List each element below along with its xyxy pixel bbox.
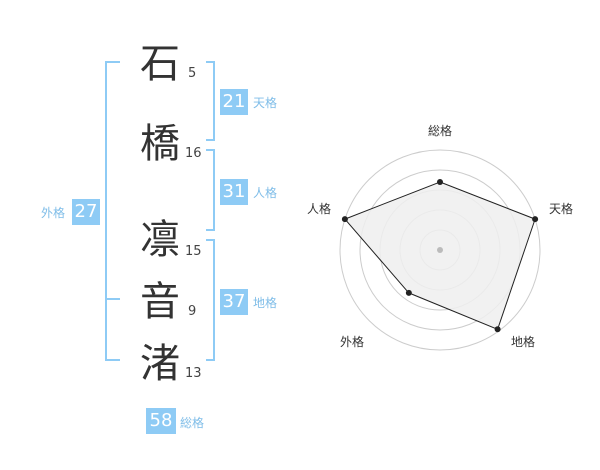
chikaku-bracket (206, 239, 215, 361)
radar-axis-label-tenkaku: 天格 (549, 202, 574, 216)
radar-point (341, 216, 348, 223)
stroke-count-1: 5 (188, 66, 197, 81)
name-char-5: 渚 (140, 341, 180, 387)
stroke-count-4: 9 (188, 304, 197, 319)
chikaku-value: 37 (220, 289, 248, 315)
tenkaku-label: 天格 (253, 96, 278, 110)
radar-center-dot (437, 247, 443, 253)
gaikaku-bracket (105, 61, 120, 361)
name-char-3: 凛 (140, 217, 180, 263)
gaikaku-value: 27 (72, 199, 100, 225)
radar-point (494, 326, 501, 333)
radar-point (405, 289, 412, 296)
radar-axis-label-chikaku: 地格 (511, 335, 536, 349)
chikaku-label: 地格 (253, 296, 278, 310)
radar-axis-label-gaikaku: 外格 (340, 335, 365, 349)
name-char-1: 石 (140, 41, 180, 87)
stroke-count-5: 13 (185, 366, 202, 381)
name-char-2: 橋 (140, 121, 180, 167)
radar-points (341, 179, 539, 333)
jinkaku-label: 人格 (253, 186, 278, 200)
radar-grid-ring (339, 149, 541, 351)
tenkaku-bracket (206, 61, 215, 141)
name-char-4: 音 (140, 279, 180, 325)
tenkaku-value: 21 (220, 89, 248, 115)
soukaku-label: 総格 (180, 416, 205, 430)
radar-point (532, 216, 539, 223)
gaikaku-label: 外格 (41, 206, 66, 220)
radar-point (437, 179, 443, 185)
soukaku-value: 58 (146, 408, 176, 434)
radar-axis-label-soukaku: 総格 (428, 124, 453, 138)
jinkaku-value: 31 (220, 179, 248, 205)
stroke-count-2: 16 (185, 146, 202, 161)
radar-shape (344, 181, 536, 330)
radar-axis-label-jinkaku: 人格 (307, 202, 332, 216)
stroke-count-3: 15 (185, 244, 202, 259)
jinkaku-bracket (206, 149, 215, 231)
